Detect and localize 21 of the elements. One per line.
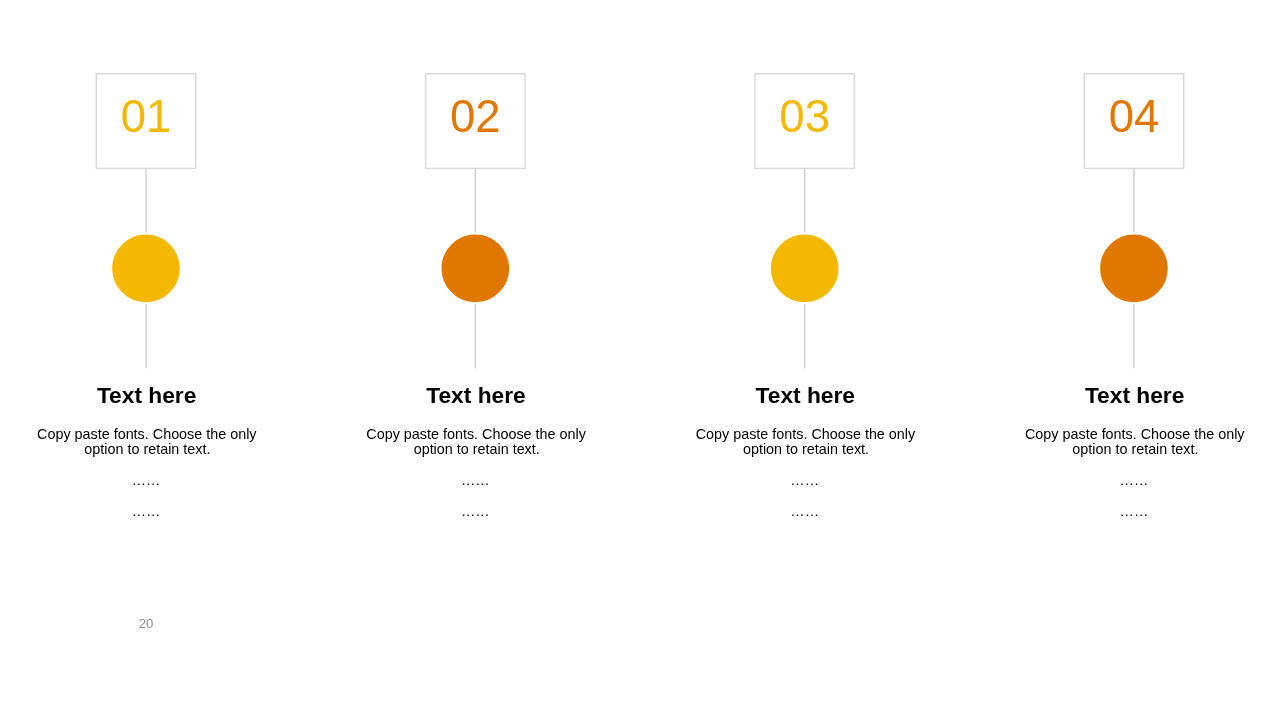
node-circle bbox=[1097, 231, 1171, 306]
label: 20 bbox=[138, 616, 154, 632]
connector bbox=[803, 167, 806, 234]
node-text: Text here Copy paste fonts. Choose the only option to retain text. …… …… bbox=[37, 382, 257, 520]
connector bbox=[145, 303, 147, 370]
node-box: 02 bbox=[424, 73, 526, 170]
node-text: Text here Copy paste fonts. Choose the only option to retain text. …… …… bbox=[366, 382, 586, 520]
connector bbox=[474, 167, 477, 234]
connector bbox=[145, 167, 147, 234]
node-box: 04 bbox=[1083, 73, 1185, 170]
node-box: 03 bbox=[754, 73, 856, 170]
connector bbox=[1133, 167, 1135, 234]
connector bbox=[474, 303, 477, 370]
connector bbox=[803, 303, 806, 370]
connector bbox=[1133, 303, 1135, 370]
node-circle bbox=[767, 231, 842, 306]
node-text: Text here Copy paste fonts. Choose the only option to retain text. …… …… bbox=[695, 382, 916, 520]
node-circle bbox=[109, 231, 183, 306]
node-box: 01 bbox=[95, 73, 197, 170]
node-circle bbox=[438, 231, 513, 306]
node-text: Text here Copy paste fonts. Choose the only option to retain text. …… …… bbox=[1025, 382, 1245, 520]
